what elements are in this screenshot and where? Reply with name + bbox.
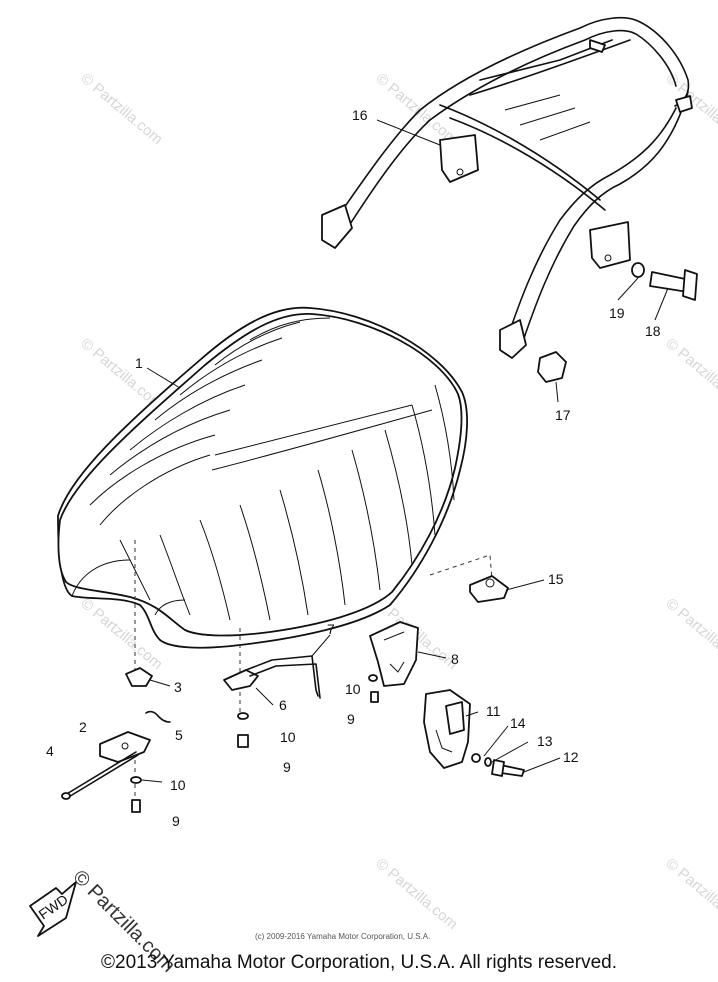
callout-17: 17 [555,407,571,423]
seat-ribs [89,317,455,621]
callout-16: 16 [352,107,368,123]
callout-15: 15 [548,571,564,587]
grab-rail [321,16,693,359]
callout-3: 3 [174,679,182,695]
watermark-text: © Partzilla.com [662,595,718,673]
callout-2: 2 [79,719,87,735]
seat-bracket [368,621,419,703]
callout-4: 4 [46,743,54,759]
callout-19: 19 [609,305,625,321]
callout-9-a: 9 [347,711,355,727]
watermark-text: © Partzilla.com [662,855,718,933]
callout-1: 1 [135,355,143,371]
callout-9-c: 9 [172,813,180,829]
callout-labels: 1 2 3 4 5 6 7 8 9 9 9 10 10 10 11 12 13 … [46,107,661,829]
callout-18: 18 [645,323,661,339]
center-hinge-assembly [223,628,321,748]
callout-14: 14 [510,715,526,731]
callout-10-a: 10 [345,681,361,697]
callout-10-c: 10 [170,777,186,793]
callout-11: 11 [486,703,501,719]
seat [57,306,468,649]
watermark-text: © Partzilla.com [77,70,165,148]
rail-hardware [537,262,698,383]
callout-10-b: 10 [280,729,296,745]
callout-8: 8 [451,651,459,667]
callout-6: 6 [279,697,287,713]
seat-lock-assembly [423,689,525,777]
callout-9-b: 9 [283,759,291,775]
watermark-text: © Partzilla.com [372,855,460,933]
seat-hinge-assembly [61,540,171,813]
small-copyright: (c) 2009-2016 Yamaha Motor Corporation, … [255,932,431,941]
footer-copyright: ©2013 Yamaha Motor Corporation, U.S.A. A… [101,952,617,973]
callout-leaders [141,119,669,783]
block-nut [429,554,509,603]
callout-12: 12 [563,749,579,765]
callout-13: 13 [537,733,553,749]
callout-5: 5 [175,727,183,743]
forward-arrow: FWD [29,881,77,937]
watermark-text: © Partzilla.com [662,335,718,413]
callout-7: 7 [327,621,335,637]
watermark-text: © Partzilla.com [372,70,460,148]
